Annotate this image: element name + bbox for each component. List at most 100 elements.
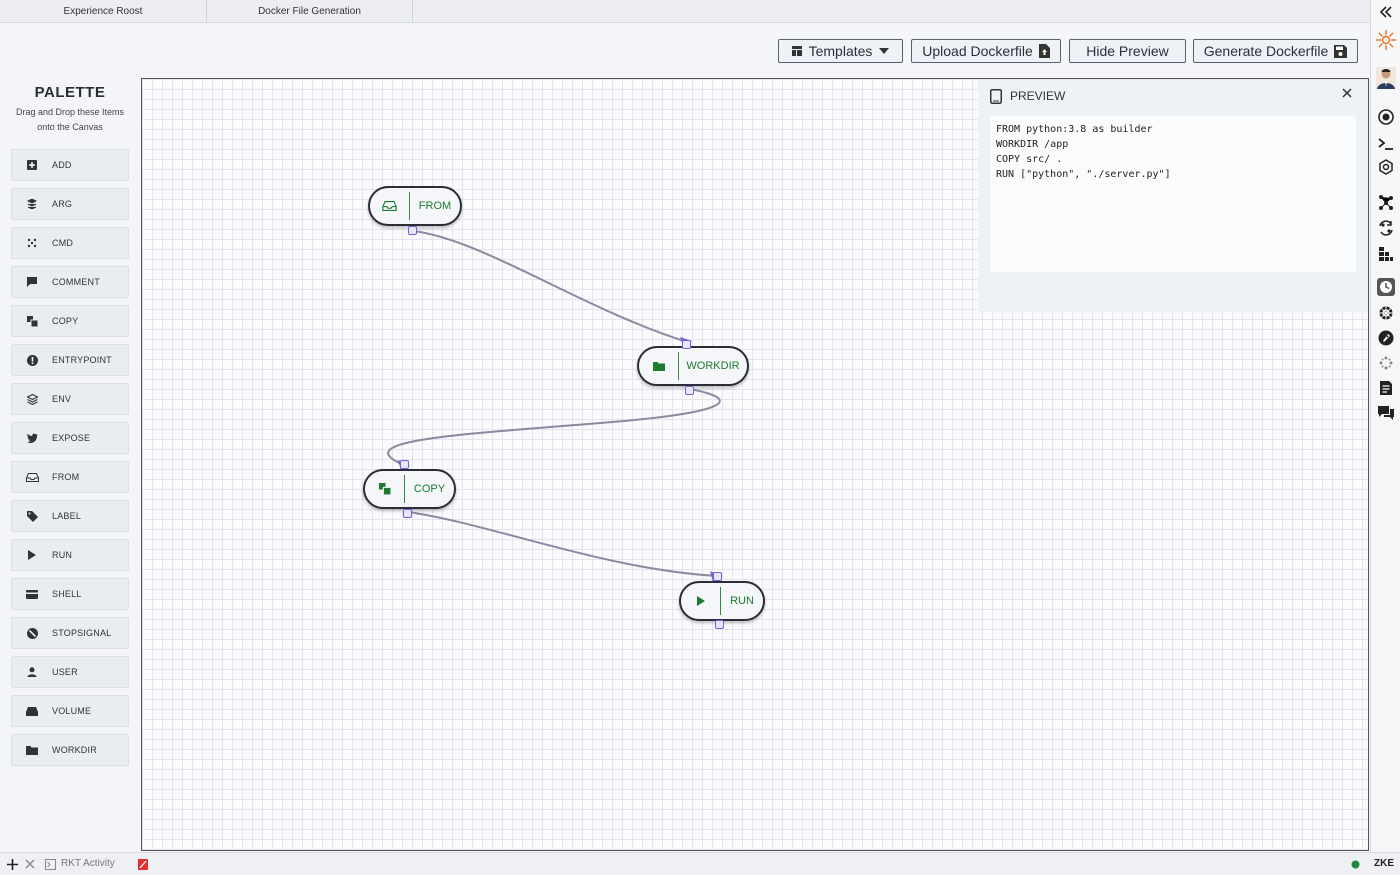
palette-item-user[interactable]: USER bbox=[11, 656, 129, 688]
avatar[interactable] bbox=[1376, 67, 1396, 89]
palette-item-label: ENV bbox=[52, 394, 72, 404]
edge-copy-run bbox=[407, 511, 718, 577]
edit-note-icon[interactable] bbox=[138, 859, 148, 870]
node-run-output-port[interactable] bbox=[715, 620, 724, 629]
code-line: FROM python:3.8 as builder bbox=[996, 124, 1153, 135]
palette-subtitle: Drag and Drop these Items onto the Canva… bbox=[15, 107, 125, 132]
collapse-chevrons-icon[interactable] bbox=[1376, 2, 1396, 22]
right-activity-bar bbox=[1370, 0, 1400, 875]
tab-docker-file-generation[interactable]: Docker File Generation bbox=[207, 0, 413, 23]
palette-item-label: SHELL bbox=[52, 589, 82, 599]
layers-stack-icon bbox=[12, 199, 52, 209]
palette-item-label: ARG bbox=[52, 199, 73, 209]
palette-item-label: ENTRYPOINT bbox=[52, 355, 112, 365]
network-nodes-icon[interactable] bbox=[1376, 192, 1396, 212]
inbox-tray-icon bbox=[370, 192, 410, 220]
sun-logo-icon[interactable] bbox=[1376, 30, 1396, 50]
copy-icon bbox=[365, 475, 405, 503]
palette-item-shell[interactable]: SHELL bbox=[11, 578, 129, 610]
palette-item-label: FROM bbox=[52, 472, 80, 482]
node-copy-input-port[interactable] bbox=[400, 460, 409, 469]
record-icon[interactable] bbox=[1376, 107, 1396, 127]
palette-item-label: LABEL bbox=[52, 511, 82, 521]
tab-experience-roost[interactable]: Experience Roost bbox=[0, 0, 207, 23]
rocket-icon[interactable] bbox=[1376, 328, 1396, 348]
status-right-label: ZKE bbox=[1374, 858, 1394, 869]
hide-preview-button[interactable]: Hide Preview bbox=[1069, 39, 1186, 63]
preview-header: PREVIEW bbox=[990, 86, 1065, 106]
node-run[interactable]: RUN bbox=[679, 581, 765, 621]
palette-item-from[interactable]: FROM bbox=[11, 461, 129, 493]
palette-item-comment[interactable]: COMMENT bbox=[11, 266, 129, 298]
node-workdir-output-port[interactable] bbox=[685, 386, 694, 395]
node-copy-output-port[interactable] bbox=[403, 509, 412, 518]
edge-from-workdir bbox=[412, 230, 688, 343]
palette-item-label: STOPSIGNAL bbox=[52, 628, 112, 638]
folder-icon bbox=[639, 352, 679, 380]
play-icon bbox=[681, 587, 721, 615]
palette-item-entrypoint[interactable]: ENTRYPOINT bbox=[11, 344, 129, 376]
palette-item-label: COPY bbox=[52, 316, 79, 326]
palette-item-label: VOLUME bbox=[52, 706, 92, 716]
file-upload-icon bbox=[1038, 44, 1050, 58]
palette-item-label: WORKDIR bbox=[52, 745, 97, 755]
code-line: COPY src/ . bbox=[996, 154, 1063, 165]
activity-label[interactable]: RKT Activity bbox=[61, 858, 115, 869]
terminal-box-icon bbox=[45, 859, 56, 870]
node-run-input-port[interactable] bbox=[713, 572, 722, 581]
play-icon bbox=[12, 550, 52, 560]
node-label: RUN bbox=[730, 595, 754, 607]
node-copy[interactable]: COPY bbox=[363, 469, 456, 509]
generate-dockerfile-button[interactable]: Generate Dockerfile bbox=[1193, 39, 1358, 63]
palette-item-env[interactable]: ENV bbox=[11, 383, 129, 415]
preview-title: PREVIEW bbox=[1010, 89, 1066, 103]
template-icon bbox=[791, 46, 802, 56]
palette-item-label: COMMENT bbox=[52, 277, 100, 287]
document-list-icon[interactable] bbox=[1376, 378, 1396, 398]
upload-label: Upload Dockerfile bbox=[922, 43, 1033, 59]
palette-item-expose[interactable]: EXPOSE bbox=[11, 422, 129, 454]
plus-icon[interactable] bbox=[7, 859, 18, 870]
node-from-output-port[interactable] bbox=[408, 226, 417, 235]
templates-label: Templates bbox=[808, 43, 873, 59]
palette-item-label: ADD bbox=[52, 160, 72, 170]
palette-item-cmd[interactable]: CMD bbox=[11, 227, 129, 259]
twitter-bird-icon bbox=[12, 433, 52, 443]
blocks-icon[interactable] bbox=[1376, 244, 1396, 264]
sparkle-cluster-icon[interactable] bbox=[1376, 353, 1396, 373]
palette-item-label[interactable]: LABEL bbox=[11, 500, 129, 532]
helm-wheel-icon[interactable] bbox=[1376, 303, 1396, 323]
status-dot-icon bbox=[1351, 860, 1360, 869]
palette-item-label: USER bbox=[52, 667, 78, 677]
palette-item-run[interactable]: RUN bbox=[11, 539, 129, 571]
close-icon[interactable] bbox=[1340, 86, 1354, 100]
node-from[interactable]: FROM bbox=[368, 186, 462, 226]
palette-item-arg[interactable]: ARG bbox=[11, 188, 129, 220]
flow-canvas[interactable]: FROM WORKDIR COPY RUN bbox=[141, 78, 1369, 851]
sync-people-icon[interactable] bbox=[1376, 218, 1396, 238]
exclamation-icon bbox=[12, 354, 52, 366]
upload-dockerfile-button[interactable]: Upload Dockerfile bbox=[911, 39, 1061, 63]
status-bar: RKT Activity ZKE bbox=[0, 852, 1400, 875]
clock-icon[interactable] bbox=[1376, 277, 1396, 297]
hexagon-gear-icon[interactable] bbox=[1376, 157, 1396, 177]
node-workdir-input-port[interactable] bbox=[682, 340, 691, 349]
palette-item-stopsignal[interactable]: STOPSIGNAL bbox=[11, 617, 129, 649]
chat-bubbles-icon[interactable] bbox=[1376, 403, 1396, 423]
palette-item-label: RUN bbox=[52, 550, 73, 560]
palette-item-add[interactable]: ADD bbox=[11, 149, 129, 181]
hide-preview-label: Hide Preview bbox=[1086, 43, 1169, 59]
save-icon bbox=[1334, 44, 1348, 58]
dots-grid-icon bbox=[12, 238, 52, 248]
copy-icon bbox=[12, 315, 52, 327]
close-icon[interactable] bbox=[25, 859, 35, 869]
node-workdir[interactable]: WORKDIR bbox=[637, 346, 749, 386]
palette-item-volume[interactable]: VOLUME bbox=[11, 695, 129, 727]
palette-item-workdir[interactable]: WORKDIR bbox=[11, 734, 129, 766]
terminal-icon[interactable] bbox=[1376, 134, 1396, 154]
palette-item-label: EXPOSE bbox=[52, 433, 91, 443]
palette-item-copy[interactable]: COPY bbox=[11, 305, 129, 337]
user-icon bbox=[12, 667, 52, 677]
layers-icon bbox=[12, 393, 52, 405]
templates-button[interactable]: Templates bbox=[778, 39, 903, 63]
